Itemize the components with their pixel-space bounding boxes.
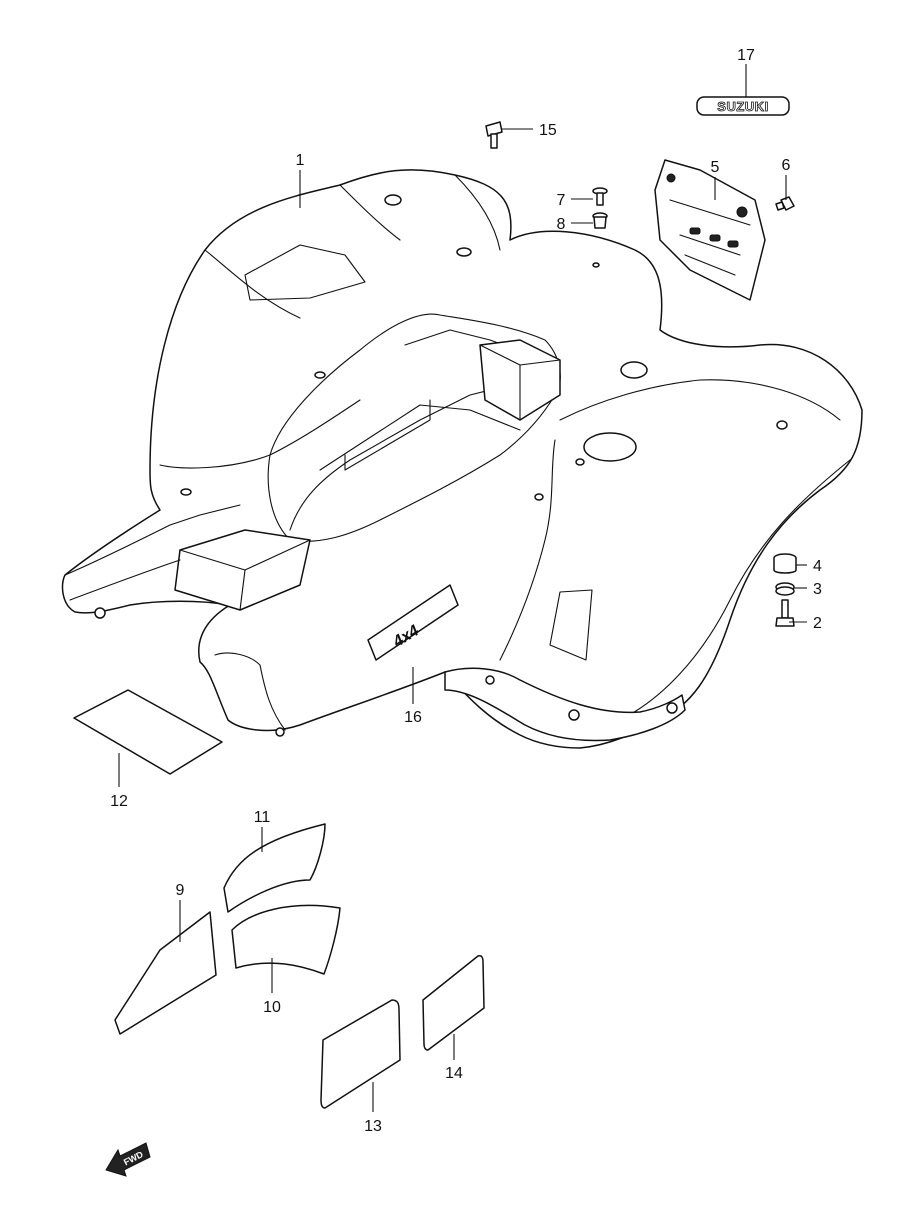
callout-4: 4	[813, 558, 822, 575]
emblem-badge	[696, 96, 790, 116]
rear-fender	[61, 169, 863, 749]
callout-7: 7	[557, 192, 566, 209]
emblem-text: SUZUKI	[717, 99, 768, 114]
cushion-4	[773, 553, 797, 574]
decal-11	[223, 823, 326, 913]
decal-14	[422, 955, 485, 1051]
decal-10	[231, 904, 341, 975]
bolt-2	[775, 599, 795, 627]
callout-5: 5	[711, 159, 720, 176]
callout-10: 10	[263, 999, 281, 1016]
washer-3	[775, 582, 795, 596]
decal-9	[114, 911, 217, 1035]
decal-12	[73, 689, 223, 775]
suzuki-emblem: SUZUKI	[696, 96, 790, 116]
tail-light-housing	[654, 159, 766, 301]
callout-14: 14	[445, 1065, 463, 1082]
bolt-6	[775, 196, 795, 211]
callout-numbers: 1 2 3 4 5 6 7 8 9 10 11 12 13 14 15 16 1…	[110, 47, 822, 1135]
callout-15: 15	[539, 122, 557, 139]
decal-13	[320, 999, 401, 1109]
callout-3: 3	[813, 581, 822, 598]
fwd-arrow-icon: FWD	[105, 1142, 151, 1177]
fender-logo-decal: 4x4	[367, 584, 459, 661]
clip-15	[485, 121, 503, 149]
leader-lines	[118, 64, 807, 1112]
callout-2: 2	[813, 615, 822, 632]
callout-17: 17	[737, 47, 755, 64]
nut-8	[592, 212, 608, 229]
screw-7	[592, 187, 608, 206]
callout-13: 13	[364, 1118, 382, 1135]
callout-1: 1	[296, 152, 305, 169]
callout-6: 6	[782, 157, 791, 174]
callout-12: 12	[110, 793, 128, 810]
callout-8: 8	[557, 216, 566, 233]
callout-16: 16	[404, 709, 422, 726]
callout-11: 11	[254, 809, 271, 826]
callout-9: 9	[176, 882, 185, 899]
